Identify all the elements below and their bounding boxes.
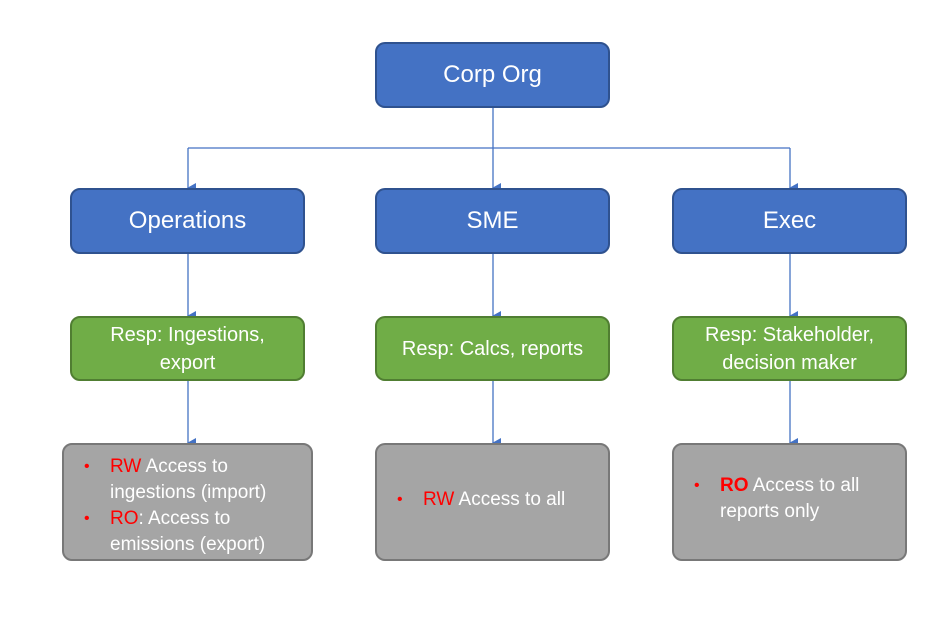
operations-resp-node: Resp: Ingestions, export bbox=[70, 316, 305, 381]
bullet-icon: • bbox=[84, 458, 90, 475]
access-text: Access to ingestions (import) bbox=[110, 456, 267, 503]
access-text: Access to all bbox=[454, 489, 566, 510]
exec-node: Exec bbox=[672, 188, 907, 254]
access-text: : Access to emissions (export) bbox=[110, 508, 266, 555]
access-level-ro: RO bbox=[720, 475, 749, 496]
sme-node: SME bbox=[375, 188, 610, 254]
bullet-icon: • bbox=[84, 510, 90, 527]
exec-resp-node: Resp: Stakeholder, decision maker bbox=[672, 316, 907, 381]
exec-access-list: • RO Access to all reports only bbox=[694, 473, 887, 525]
sme-resp-node: Resp: Calcs, reports bbox=[375, 316, 610, 381]
exec-resp-line-2: decision maker bbox=[722, 351, 857, 374]
sme-access-node: • RW Access to all bbox=[375, 443, 610, 561]
exec-access-node: • RO Access to all reports only bbox=[672, 443, 907, 561]
access-text: Access to all reports only bbox=[720, 475, 860, 522]
access-item: • RW Access to all bbox=[397, 487, 565, 513]
access-level-rw: RW bbox=[110, 456, 142, 477]
operations-access-list: • RW Access to ingestions (import) • RO: A… bbox=[84, 454, 293, 558]
access-item: • RO: Access to emissions (export) bbox=[84, 506, 293, 558]
bullet-icon: • bbox=[397, 491, 403, 508]
sme-label: SME bbox=[466, 207, 519, 234]
bullet-icon: • bbox=[694, 477, 700, 494]
access-item: • RO Access to all reports only bbox=[694, 473, 887, 525]
exec-resp-line-1: Resp: Stakeholder, bbox=[705, 323, 874, 346]
operations-label: Operations bbox=[128, 207, 247, 234]
root-node: Corp Org bbox=[375, 42, 610, 108]
root-label: Corp Org bbox=[443, 61, 542, 88]
operations-resp-line-1: Resp: Ingestions, bbox=[110, 323, 265, 346]
operations-access-node: • RW Access to ingestions (import) • RO: A… bbox=[62, 443, 313, 561]
access-item: • RW Access to ingestions (import) bbox=[84, 454, 293, 506]
sme-resp-line-1: Resp: Calcs, reports bbox=[401, 337, 584, 360]
access-level-rw: RW bbox=[423, 489, 455, 510]
operations-node: Operations bbox=[70, 188, 305, 254]
exec-label: Exec bbox=[762, 207, 817, 234]
sme-access-list: • RW Access to all bbox=[397, 487, 565, 513]
access-level-ro: RO bbox=[110, 508, 139, 529]
operations-resp-line-2: export bbox=[159, 351, 216, 374]
